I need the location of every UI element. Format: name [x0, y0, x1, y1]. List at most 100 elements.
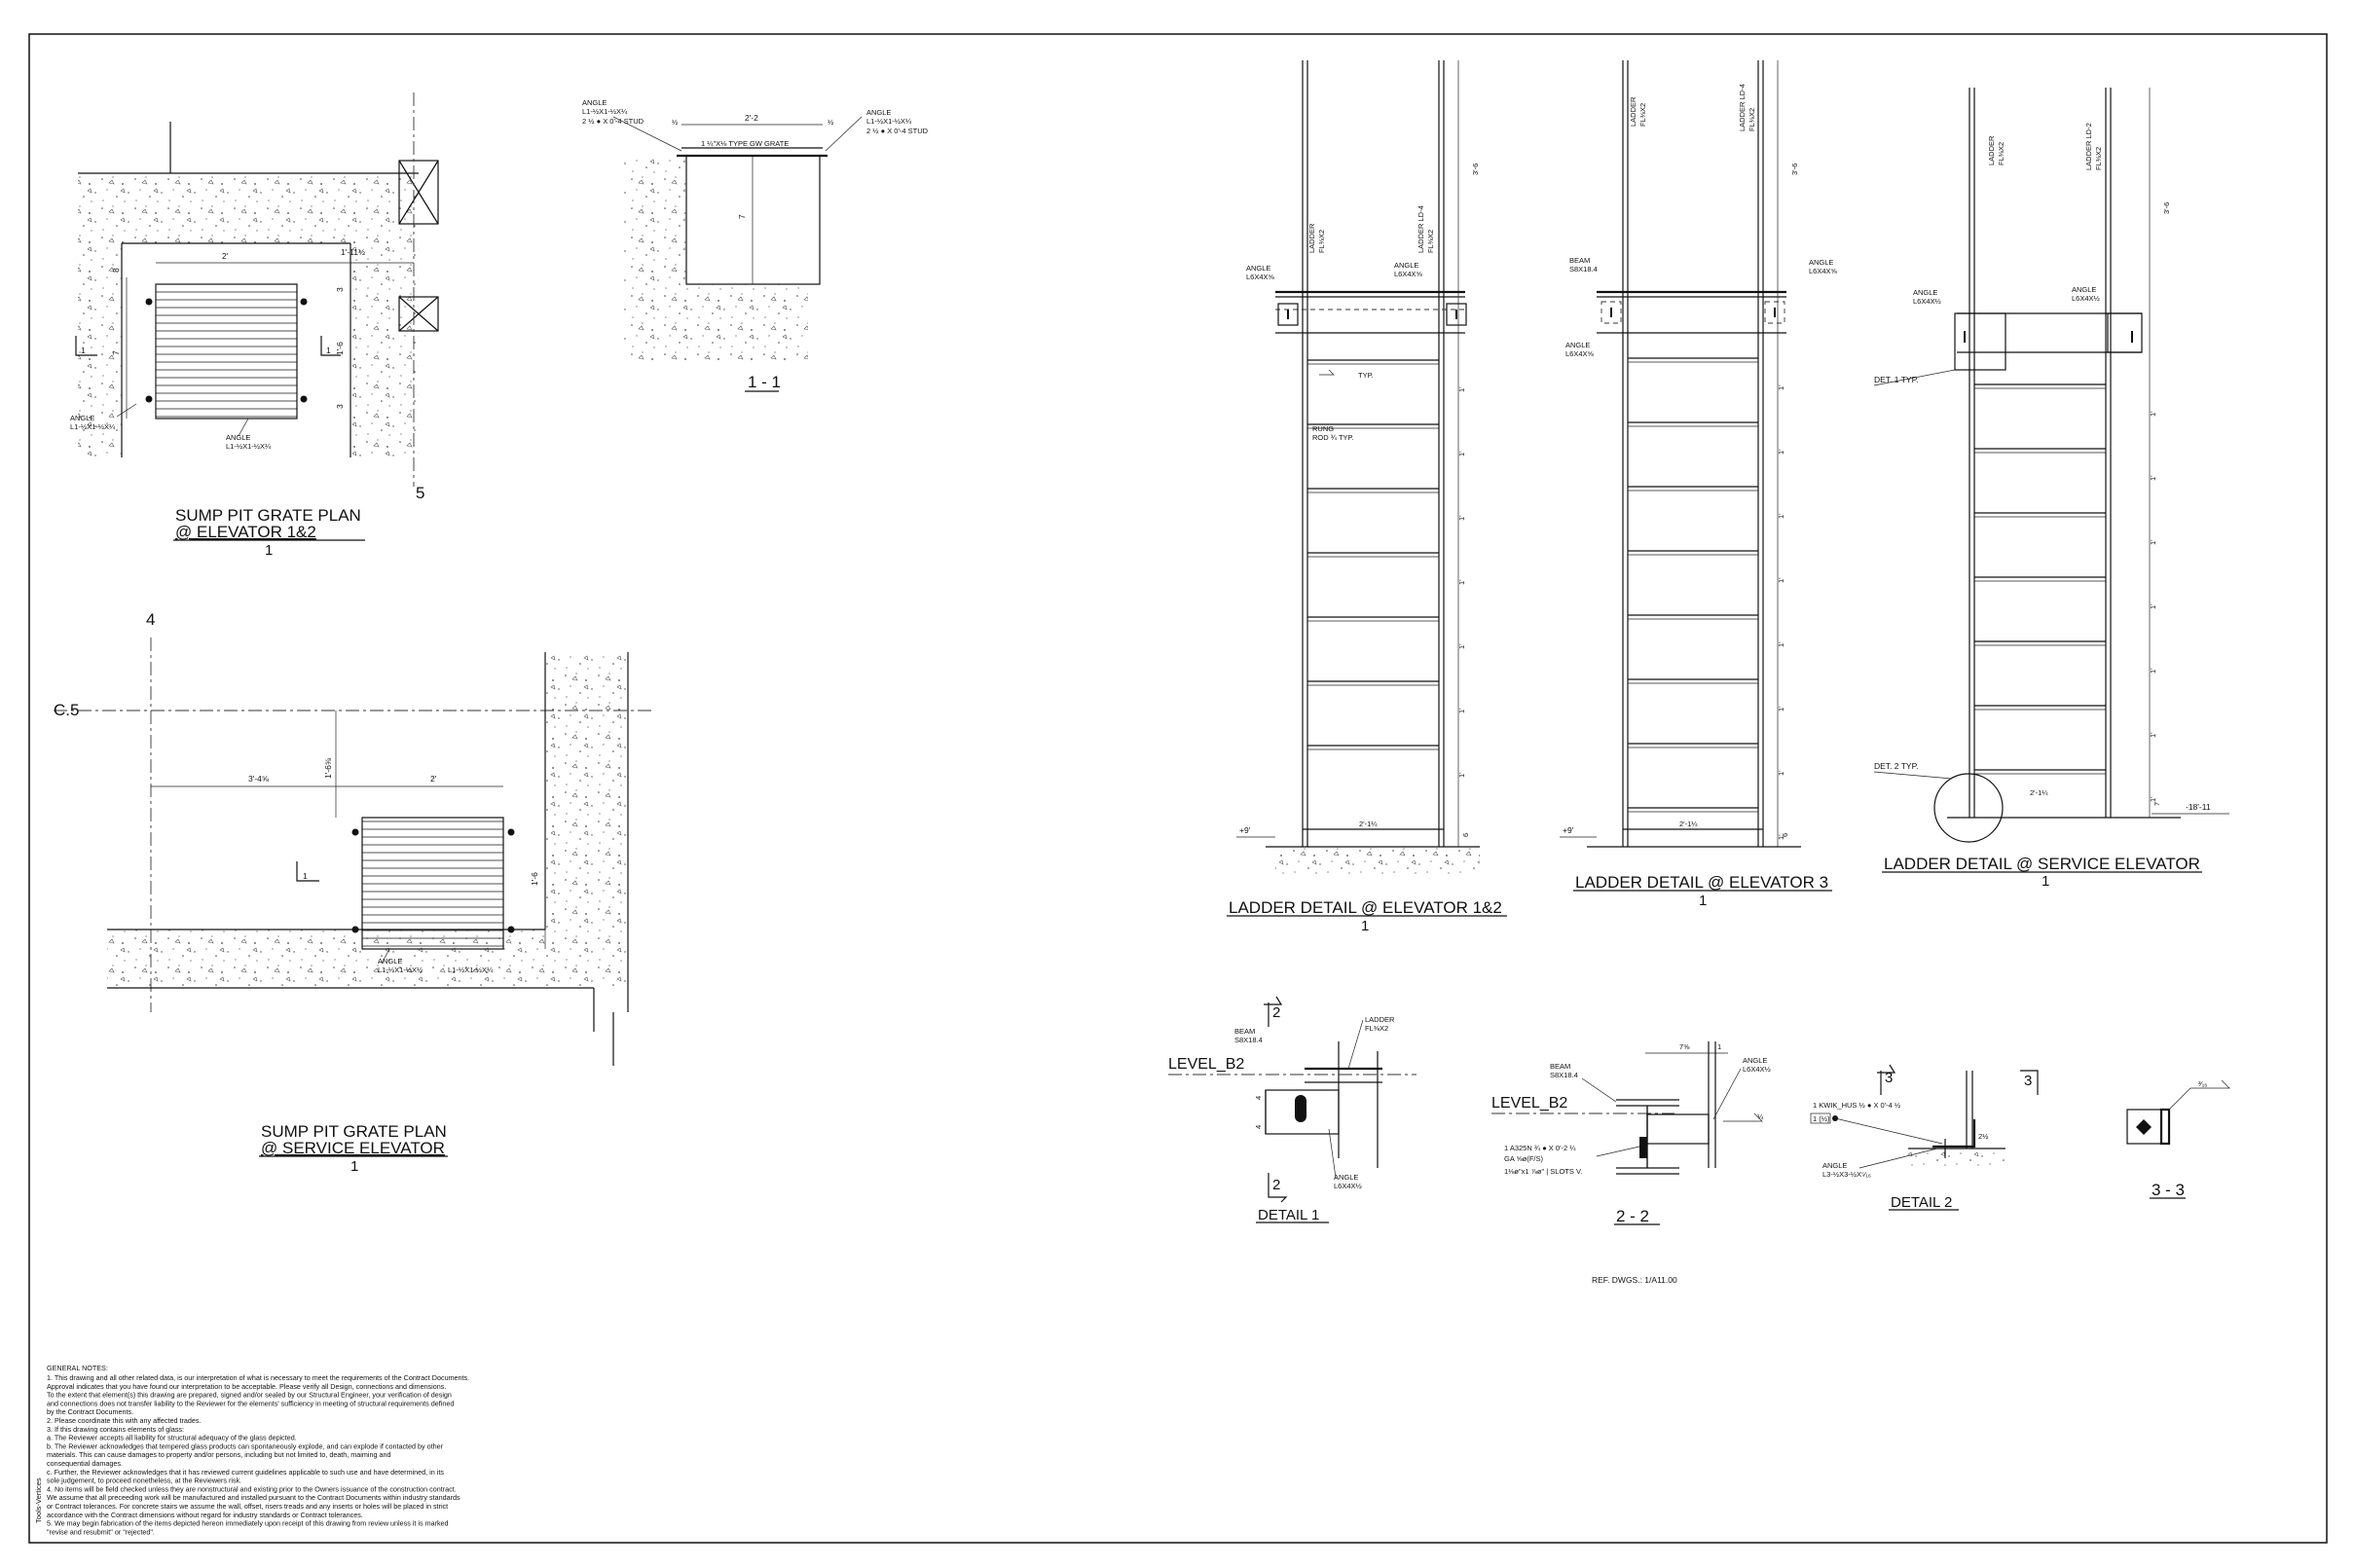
- dim-top: 1'-6⅝: [323, 757, 333, 779]
- view-ladder-service: 1'1'1'1'1'1'1' 3'-6 7 LADDER FL⅜X2 LADDE…: [1873, 88, 2229, 890]
- rung-spacing-dim: 1': [2149, 475, 2157, 481]
- angle-left-2: L6X4X⅝: [1565, 349, 1595, 358]
- general-note-line: "revise and resubmit" or "rejected".: [47, 1527, 155, 1536]
- rung-spacing-dim: 1': [1777, 577, 1785, 583]
- rung-spacing-dim: 1': [2149, 411, 2157, 417]
- beam-1: BEAM: [1569, 256, 1590, 265]
- rung-spacing-dim: 1': [1457, 772, 1466, 778]
- beam-1: BEAM: [1234, 1027, 1255, 1036]
- general-note-line: c. Further, the Reviewer acknowledges th…: [47, 1468, 444, 1477]
- rung-spacing-dim: 1': [1457, 451, 1466, 456]
- ladder-note-2: FL⅜X2: [1638, 103, 1647, 127]
- view-section-22: LEVEL_B2 7⅝ 1 BEAM S8X18.4 ANGLE L6X4X½ …: [1491, 1041, 1772, 1225]
- general-notes: GENERAL NOTES: 1. This drawing and all o…: [47, 1364, 469, 1536]
- elev-mark: +9': [1563, 825, 1574, 835]
- angle-2: L1-½X1-½X¼: [378, 966, 423, 974]
- angle-1: ANGLE: [1334, 1173, 1358, 1182]
- rung-spacing-dim: 1': [2149, 603, 2157, 609]
- dim-width: 2': [222, 251, 229, 261]
- general-note-line: 3. If this drawing contains elements of …: [47, 1425, 184, 1434]
- angle-right-1: ANGLE: [2072, 285, 2096, 294]
- dim-a: 4: [1254, 1096, 1263, 1100]
- ladder-right-1: LADDER LD-4: [1417, 205, 1425, 253]
- rung-spacing-dim: 1': [1777, 706, 1785, 711]
- rung-spacing-dim: 1': [1457, 708, 1466, 713]
- angle-left-1: ANGLE: [1246, 264, 1270, 273]
- view-title: LADDER DETAIL @ ELEVATOR 3: [1575, 873, 1828, 892]
- view-sump-plan-service: C.5 4 3'-4⅝ 2' 1'-6⅝ 1'-6 1 ANGLE L1-½X1…: [54, 610, 652, 1175]
- note-right-2: L1-½X1-½X¼: [866, 117, 912, 126]
- note-left-2: L1-½X1-½X¼: [582, 107, 628, 116]
- det1-note: DET. 1 TYP.: [1874, 375, 1919, 384]
- rung-spacing-dim: 1': [2149, 668, 2157, 674]
- view-title: SUMP PIT GRATE PLAN: [261, 1122, 447, 1141]
- general-note-line: Approval indicates that you have found o…: [47, 1382, 446, 1391]
- angle-note-left-1: ANGLE: [70, 414, 94, 422]
- rungs: 1'1'1'1'1'1'1': [1974, 383, 2157, 802]
- view-title: 1 - 1: [748, 373, 781, 391]
- rung-spacing-dim: 1': [1777, 834, 1785, 840]
- rungs: 1'1'1'1'1'1'1': [1307, 359, 1466, 778]
- grid-4: 4: [146, 610, 155, 629]
- bolt-1: 1 A325N ¾ ● X 0'-2 ¼: [1504, 1144, 1576, 1152]
- angle-1: ANGLE: [378, 957, 402, 966]
- grid-bubble-5: 5: [416, 484, 424, 502]
- beam-2: S8X18.4: [1234, 1036, 1263, 1044]
- cut-tag-top: 2: [1272, 1004, 1280, 1021]
- rung-spacing-dim: 1': [1777, 449, 1785, 455]
- angle-note-right-2: L1-½X1-½X¼: [226, 442, 272, 451]
- ladder-note-1: LADDER: [1629, 96, 1637, 127]
- view-sump-plan-elevator-12: 2' 1'-11½ 1'-6 7 3 3 8 1 1 ANGLE L1-½X1-…: [70, 92, 439, 559]
- ladder-right-2: FL⅜X2: [1426, 230, 1435, 253]
- ladder-right-1: LADDER LD-4: [1738, 84, 1747, 131]
- level-label: LEVEL_B2: [1491, 1095, 1567, 1112]
- view-title: 2 - 2: [1616, 1207, 1649, 1225]
- view-scale: 1: [265, 542, 273, 559]
- dim-height: 1'-6: [530, 872, 539, 886]
- general-note-line: 4. No items will be field checked unless…: [47, 1484, 457, 1493]
- view-section-33: ³⁄₁₆ 3 - 3: [2126, 1079, 2230, 1199]
- general-note-line: materials. This can cause damages to pro…: [47, 1450, 390, 1459]
- angle-left-2: L6X4X⅝: [1246, 273, 1275, 281]
- ladder-right-2: FL⅜X2: [2094, 147, 2103, 170]
- bot-dim: 6: [1461, 833, 1470, 837]
- angle-right-1: ANGLE: [1394, 261, 1418, 270]
- angle-2: L3-½X3-½X⁵⁄₁₆: [1822, 1170, 1871, 1179]
- general-note-line: accordance with the Contract dimensions …: [47, 1511, 363, 1519]
- angle-right-2: L6X4X⅝: [1394, 270, 1423, 278]
- view-title: DETAIL 1: [1258, 1207, 1319, 1223]
- dim-left: ½: [672, 118, 679, 127]
- ladder-2: FL⅜X2: [1365, 1024, 1388, 1033]
- view-title: 3 - 3: [2152, 1181, 2185, 1199]
- general-note-line: sole judgement, to proceed nonetheless, …: [47, 1477, 241, 1485]
- elev-mark: +9': [1239, 825, 1251, 835]
- angle-2: L6X4X½: [1743, 1065, 1772, 1074]
- dim-width: 2'-2: [745, 113, 758, 123]
- sheet-border: [28, 33, 2328, 1544]
- rung-spacing-dim: 1': [1457, 386, 1466, 392]
- view-detail-2: 3 3 1 KWIK_HUS ½ ● X 0'-4 ½ 1 (½) 2½ ANG…: [1810, 1064, 2039, 1211]
- section-tag-left: 1: [81, 346, 86, 355]
- ladder-right-2: FL⅜X2: [1748, 108, 1756, 131]
- bolt-2: GA ⅝ø(F/S): [1504, 1154, 1544, 1163]
- cut-tag-bottom: 2: [1272, 1177, 1280, 1193]
- general-note-line: To the extent that element(s) this drawi…: [47, 1391, 452, 1400]
- dim-b: 4: [1254, 1125, 1263, 1129]
- dim-left: 3'-4⅝: [248, 774, 270, 784]
- note-left-1: ANGLE: [582, 98, 607, 107]
- beam-1: BEAM: [1550, 1062, 1570, 1071]
- view-scale: 1: [350, 1158, 358, 1175]
- view-title: LADDER DETAIL @ ELEVATOR 1&2: [1229, 898, 1502, 917]
- bot-dim: 6: [1781, 833, 1789, 837]
- section-tag: 1: [303, 871, 308, 881]
- level-label: LEVEL_B2: [1168, 1056, 1244, 1073]
- general-note-line: a. The Reviewer accepts all liability fo…: [47, 1434, 297, 1442]
- dim-a: 3: [335, 287, 345, 292]
- rung-spacing-dim: 1': [2149, 539, 2157, 545]
- angle-right-2: L6X4X½: [2072, 294, 2101, 303]
- view-detail-1: LEVEL_B2 2 2 BEAM S8X18.4 LADDER FL⅜X2 A…: [1168, 996, 1417, 1223]
- rung-note-1: RUNG: [1312, 424, 1334, 433]
- rung-spacing-dim: 1': [2149, 796, 2157, 802]
- ladder-width: 2'-1¼: [1359, 820, 1378, 828]
